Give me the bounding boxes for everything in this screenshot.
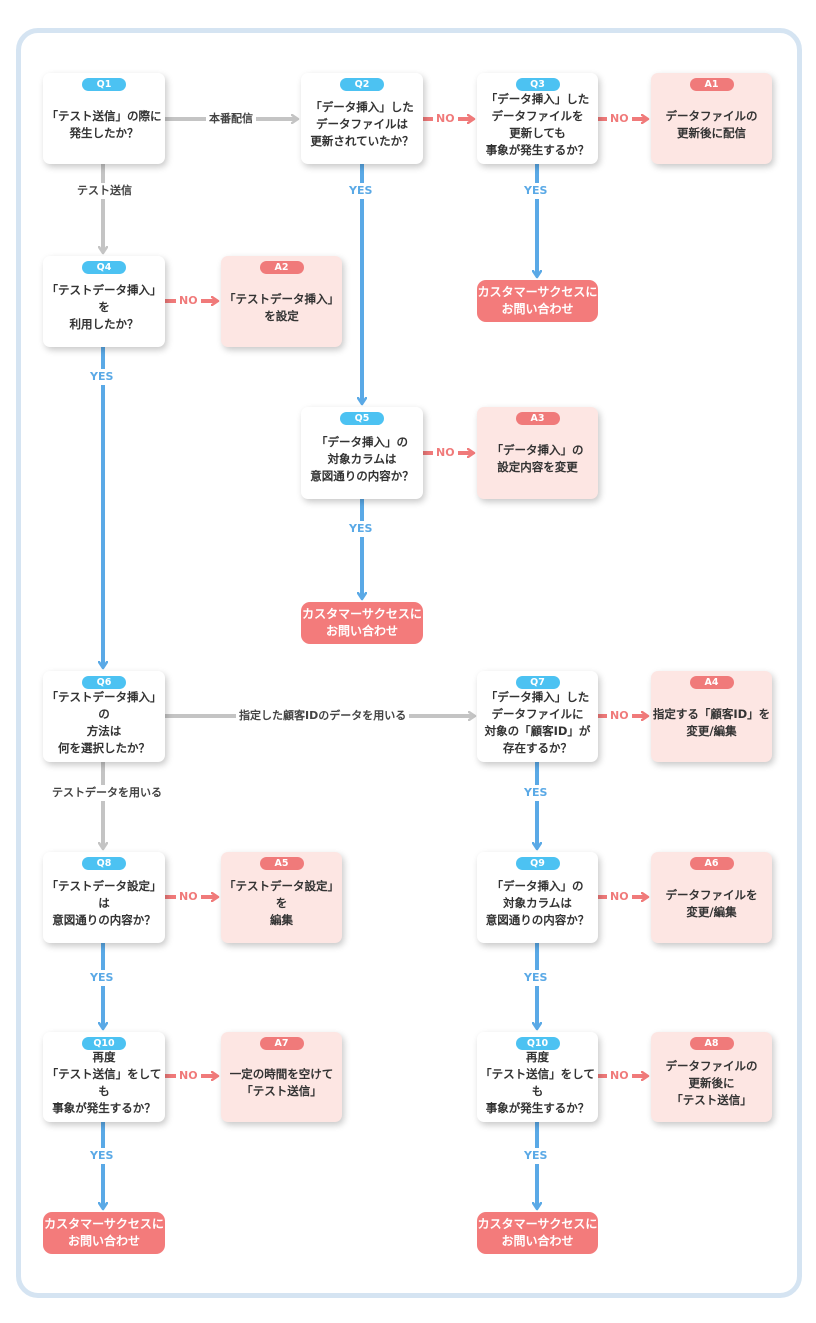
node-text: 「テストデータ挿入」 を設定: [224, 291, 339, 323]
node-badge: A2: [259, 261, 304, 274]
answer-node-a7: A7 一定の時間を空けて 「テスト送信」: [221, 1032, 342, 1122]
edge-label-no-q10l: NO: [176, 1068, 201, 1084]
node-badge: Q5: [340, 412, 384, 425]
contact-customer-success-4: カスタマーサクセスに お問い合わせ: [477, 1212, 598, 1254]
edge-label-test-send: テスト送信: [74, 183, 135, 199]
node-badge: A3: [515, 412, 560, 425]
question-node-q7: Q7 「データ挿入」した データファイルに 対象の「顧客ID」が 存在するか？: [477, 671, 598, 762]
node-text: 「テストデータ挿入」の 方法は 何を選択したか？: [46, 689, 162, 755]
edge-label-yes-q2: YES: [346, 183, 376, 199]
node-badge: Q9: [515, 857, 560, 870]
edge-label-no-q9: NO: [607, 889, 632, 905]
edge-label-use-test-data: テストデータを用いる: [49, 785, 165, 801]
contact-customer-success-3: カスタマーサクセスに お問い合わせ: [43, 1212, 165, 1254]
node-text: 「データ挿入」の 対象カラムは 意図通りの内容か？: [310, 434, 414, 483]
answer-node-a1: A1 データファイルの 更新後に配信: [651, 73, 772, 164]
node-badge: Q7: [515, 676, 560, 689]
node-text: 「データ挿入」した データファイルに 対象の「顧客ID」が 存在するか？: [484, 689, 591, 755]
node-text: データファイルの 更新後に配信: [665, 108, 758, 140]
node-text: データファイルを 変更/編集: [665, 887, 758, 919]
edge-label-yes-q5: YES: [346, 521, 376, 537]
edge-label-yes-q8: YES: [87, 970, 117, 986]
node-badge: Q4: [82, 261, 126, 274]
node-text: 「データ挿入」した データファイルを 更新しても 事象が発生するか？: [485, 91, 590, 157]
node-text: 「データ挿入」した データファイルは 更新されていたか？: [310, 100, 414, 148]
edge-label-no-q3: NO: [607, 111, 632, 127]
node-text: データファイルの 更新後に 「テスト送信」: [665, 1058, 758, 1107]
question-node-q1: Q1 「テスト送信」の際に 発生したか？: [43, 73, 165, 164]
question-node-q5: Q5 「データ挿入」の 対象カラムは 意図通りの内容か？: [301, 407, 423, 499]
node-text: 再度 「テスト送信」をしても 事象が発生するか？: [480, 1050, 595, 1115]
node-text: 再度 「テスト送信」をしても 事象が発生するか？: [46, 1050, 162, 1115]
edge-label-yes-q10l: YES: [87, 1148, 117, 1164]
node-text: 「テストデータ設定」を 編集: [224, 879, 339, 927]
edge-label-honban: 本番配信: [206, 111, 256, 127]
node-badge: Q3: [515, 78, 560, 91]
edge-label-yes-q9: YES: [521, 970, 551, 986]
question-node-q2: Q2 「データ挿入」した データファイルは 更新されていたか？: [301, 73, 423, 164]
contact-customer-success-1: カスタマーサクセスに お問い合わせ: [477, 280, 598, 322]
node-badge: Q2: [340, 78, 384, 91]
answer-node-a2: A2 「テストデータ挿入」 を設定: [221, 256, 342, 347]
question-node-q10-right: Q10 再度 「テスト送信」をしても 事象が発生するか？: [477, 1032, 598, 1122]
node-badge: A1: [689, 78, 734, 91]
node-text: 指定する「顧客ID」を 変更/編集: [652, 706, 771, 738]
edge-label-no-q5: NO: [433, 445, 458, 461]
node-badge: Q6: [82, 676, 126, 689]
edge-label-yes-q7: YES: [521, 785, 551, 801]
edge-label-yes-q4: YES: [87, 369, 117, 385]
edge-label-yes-q10r: YES: [521, 1148, 551, 1164]
edge-label-no-q4: NO: [176, 293, 201, 309]
node-badge: Q8: [82, 857, 126, 870]
edge-label-no-q7: NO: [607, 708, 632, 724]
node-text: 「データ挿入」の 設定内容を変更: [491, 443, 584, 474]
node-badge: A7: [259, 1037, 304, 1050]
question-node-q6: Q6 「テストデータ挿入」の 方法は 何を選択したか？: [43, 671, 165, 762]
edge-label-yes-q3: YES: [521, 183, 551, 199]
node-badge: A8: [689, 1037, 734, 1050]
answer-node-a4: A4 指定する「顧客ID」を 変更/編集: [651, 671, 772, 762]
node-text: 「データ挿入」の 対象カラムは 意図通りの内容か？: [485, 879, 590, 927]
answer-node-a6: A6 データファイルを 変更/編集: [651, 852, 772, 943]
contact-customer-success-2: カスタマーサクセスに お問い合わせ: [301, 602, 423, 644]
edge-label-no-q8: NO: [176, 889, 201, 905]
node-badge: Q1: [82, 78, 126, 91]
question-node-q10-left: Q10 再度 「テスト送信」をしても 事象が発生するか？: [43, 1032, 165, 1122]
question-node-q3: Q3 「データ挿入」した データファイルを 更新しても 事象が発生するか？: [477, 73, 598, 164]
node-badge: A6: [689, 857, 734, 870]
edge-label-use-customer-id: 指定した顧客IDのデータを用いる: [236, 708, 410, 724]
answer-node-a5: A5 「テストデータ設定」を 編集: [221, 852, 342, 943]
node-badge: A5: [259, 857, 304, 870]
node-badge: A4: [689, 676, 734, 689]
question-node-q8: Q8 「テストデータ設定」は 意図通りの内容か？: [43, 852, 165, 943]
answer-node-a8: A8 データファイルの 更新後に 「テスト送信」: [651, 1032, 772, 1122]
edge-label-no-q10r: NO: [607, 1068, 632, 1084]
node-text: 「テストデータ挿入」を 利用したか？: [46, 283, 162, 331]
node-text: 「テスト送信」の際に 発生したか？: [46, 108, 162, 140]
node-badge: Q10: [515, 1037, 560, 1050]
answer-node-a3: A3 「データ挿入」の 設定内容を変更: [477, 407, 598, 499]
edge-label-no-q2: NO: [433, 111, 458, 127]
node-text: 「テストデータ設定」は 意図通りの内容か？: [46, 879, 162, 927]
node-badge: Q10: [82, 1037, 126, 1050]
node-text: 一定の時間を空けて 「テスト送信」: [229, 1067, 334, 1098]
question-node-q4: Q4 「テストデータ挿入」を 利用したか？: [43, 256, 165, 347]
question-node-q9: Q9 「データ挿入」の 対象カラムは 意図通りの内容か？: [477, 852, 598, 943]
